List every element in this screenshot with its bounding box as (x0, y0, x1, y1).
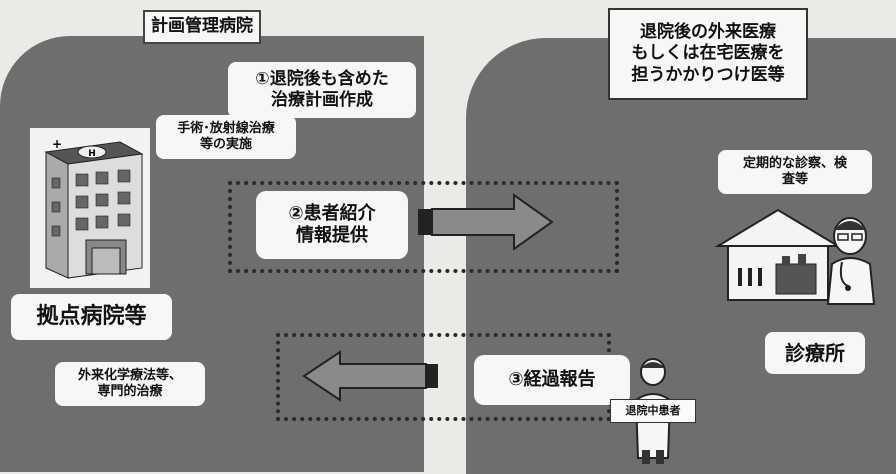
exam-line-1: 定期的な診察、検 (742, 155, 847, 171)
right-arrow-icon (418, 193, 554, 251)
surgery-line-2: 等の実施 (199, 137, 252, 152)
regular-exam-box: 定期的な診察、検 査等 (718, 150, 872, 194)
referral-line-1: ②患者紹介 (288, 202, 376, 224)
chemotherapy-box: 外来化学療法等、 専門的治療 (55, 362, 205, 406)
chemo-line-1: 外来化学療法等、 (77, 367, 182, 383)
title-right-line-3: 担うかかりつけ医等 (631, 64, 785, 85)
surgery-line-1: 手術･放射線治療 (177, 120, 275, 136)
family-doctor-title: 退院後の外来医療 もしくは在宅医療を 担うかかりつけ医等 (608, 8, 808, 100)
referral-box: ②患者紹介 情報提供 (256, 191, 408, 259)
left-arrow-icon (302, 350, 438, 402)
clinic-label: 診療所 (765, 332, 865, 374)
referral-line-2: 情報提供 (296, 225, 368, 246)
doctor-icon (826, 217, 876, 305)
title-right-line-1: 退院後の外来医療 (639, 22, 776, 43)
plan-hospital-title: 計画管理病院 (143, 10, 261, 44)
discharged-patient-tag: 退院中患者 (610, 399, 696, 423)
plan-line-1: ①退院後も含めた (255, 68, 389, 89)
svg-text:+: + (52, 137, 62, 151)
hospital-building-icon: H + (30, 128, 150, 288)
surgery-box: 手術･放射線治療 等の実施 (156, 115, 296, 159)
referral-frame (228, 181, 619, 273)
svg-text:H: H (88, 149, 96, 159)
clinic-house-icon (714, 208, 842, 301)
title-right-line-2: もしくは在宅医療を (631, 43, 785, 64)
progress-report-box: ③経過報告 (474, 355, 630, 405)
hospital-label: 拠点病院等 (11, 294, 172, 340)
plan-line-2: 治療計画作成 (271, 90, 373, 110)
chemo-line-2: 専門的治療 (97, 384, 163, 399)
exam-line-2: 査等 (781, 172, 808, 187)
treatment-plan-box: ①退院後も含めた 治療計画作成 (228, 62, 416, 118)
